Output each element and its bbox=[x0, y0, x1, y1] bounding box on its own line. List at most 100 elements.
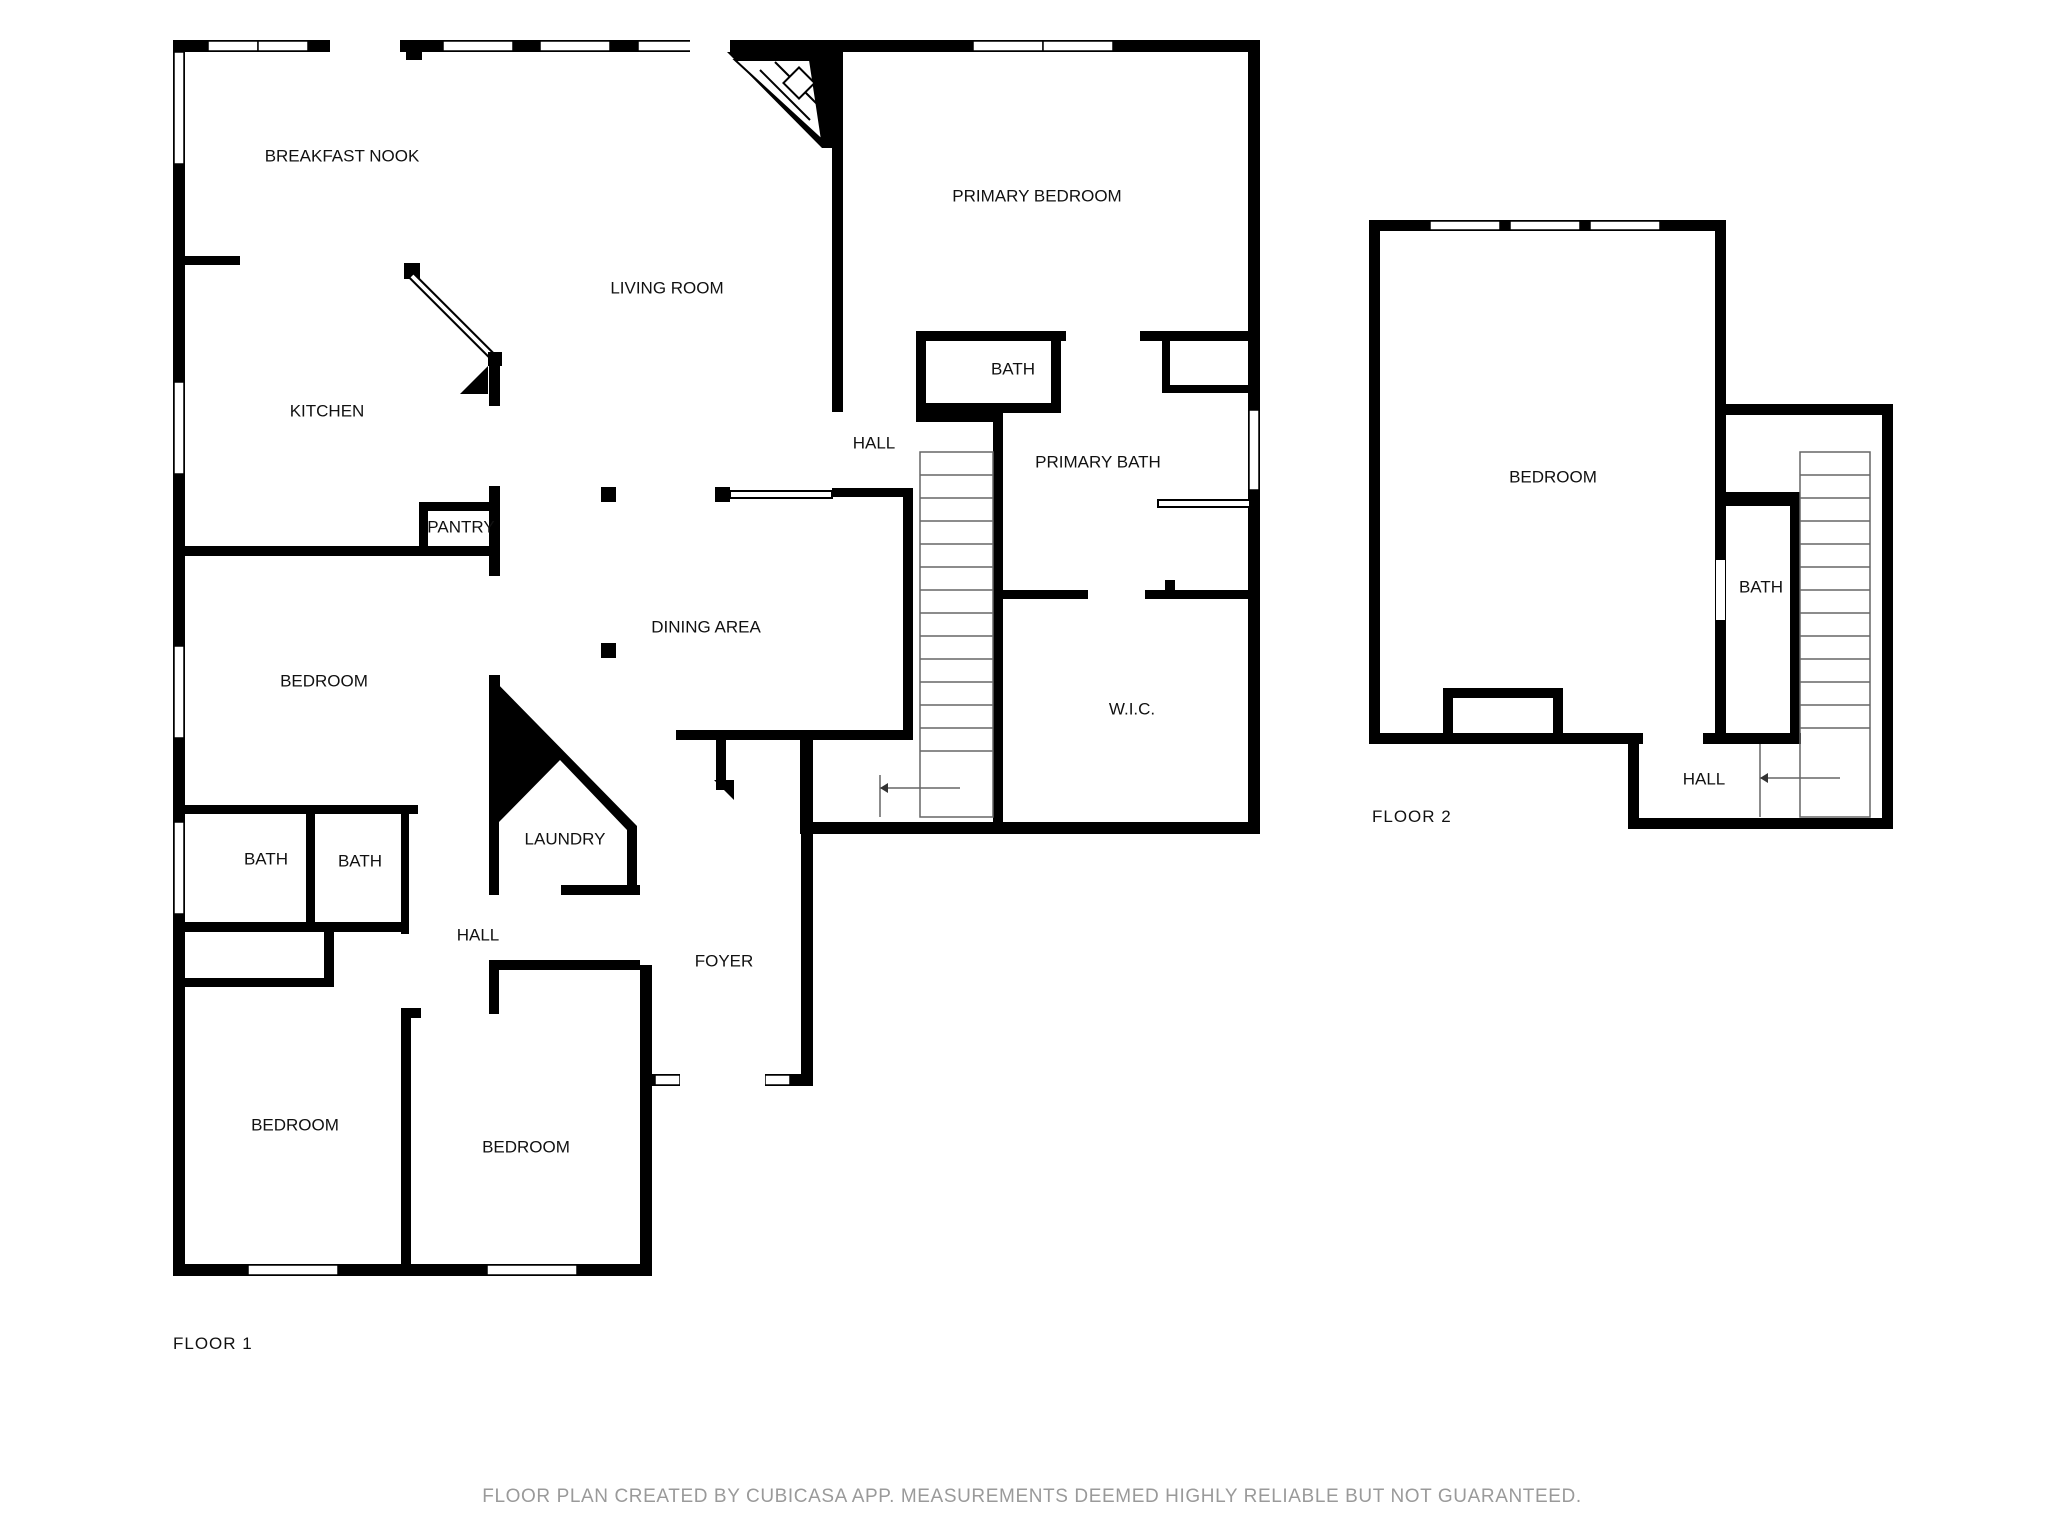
railings bbox=[729, 490, 1251, 508]
label-living-room: LIVING ROOM bbox=[610, 278, 723, 297]
label-bath-b: BATH bbox=[338, 851, 382, 870]
window-primary-bath-e bbox=[1248, 409, 1260, 491]
wall-bedroom-sw-east bbox=[401, 1010, 411, 1276]
floor1-door-openings bbox=[330, 40, 1145, 1086]
floor2-windows bbox=[1429, 220, 1661, 231]
window-nook-n-1 bbox=[207, 40, 259, 52]
wall-laundry-south bbox=[561, 885, 640, 895]
window-living-n-2 bbox=[539, 40, 611, 52]
label-primary-bedroom: PRIMARY BEDROOM bbox=[952, 186, 1121, 205]
wall-bath-south bbox=[173, 922, 409, 932]
small-posts bbox=[406, 44, 422, 60]
window-bedroom-s-s bbox=[486, 1264, 578, 1276]
label-f2-bath: BATH bbox=[1739, 577, 1783, 596]
label-f2-hall: HALL bbox=[1683, 769, 1726, 788]
column-2 bbox=[715, 487, 730, 502]
wall-hall-stairs-north bbox=[916, 413, 1003, 422]
wall-dining-south bbox=[676, 730, 913, 740]
wall-closet-sw-south bbox=[173, 978, 325, 987]
footer-note: FLOOR PLAN CREATED BY CUBICASA APP. MEAS… bbox=[482, 1486, 1582, 1507]
floor1-labels: BREAKFAST NOOK LIVING ROOM PRIMARY BEDRO… bbox=[244, 146, 1161, 1156]
column-3 bbox=[601, 643, 616, 658]
label-bedroom-west: BEDROOM bbox=[280, 671, 368, 690]
f2-wall-south bbox=[1628, 818, 1893, 829]
wall-primary-bath-west bbox=[993, 413, 1003, 834]
window-bedroom-sw-s bbox=[247, 1264, 339, 1276]
wall-primary-south-b bbox=[1140, 331, 1260, 341]
wall-nook-stub bbox=[173, 256, 240, 265]
f2-wall-stair-north bbox=[1715, 404, 1893, 415]
wall-hall-south bbox=[832, 488, 912, 497]
column-1 bbox=[601, 487, 616, 502]
floor2-labels: BEDROOM BATH HALL bbox=[1509, 467, 1783, 788]
label-bedroom-south: BEDROOM bbox=[482, 1137, 570, 1156]
wall-pantry-west bbox=[419, 502, 428, 554]
wall-closet-s-west bbox=[489, 960, 499, 1014]
wall-bedroom-s-north-a bbox=[401, 1008, 421, 1018]
wall-south-primary bbox=[808, 822, 1260, 834]
window-living-n-1 bbox=[442, 40, 514, 52]
label-foyer: FOYER bbox=[695, 951, 754, 970]
label-breakfast-nook: BREAKFAST NOOK bbox=[265, 146, 420, 165]
wall-primary-south-a bbox=[916, 331, 1066, 341]
f2-wall-west bbox=[1369, 220, 1380, 744]
label-f2-bedroom: BEDROOM bbox=[1509, 467, 1597, 486]
f2-wall-hall-west bbox=[1628, 733, 1639, 829]
f2-wall-bath-north bbox=[1715, 492, 1795, 506]
wall-pantry-east bbox=[489, 486, 500, 556]
window-bedroom-w bbox=[173, 645, 185, 739]
label-primary-bath: PRIMARY BATH bbox=[1035, 452, 1161, 471]
wall-bath-east bbox=[401, 814, 409, 934]
floor1-stairs bbox=[879, 451, 994, 818]
window-primary-n-2 bbox=[1042, 40, 1114, 52]
wall-foyer-closet bbox=[716, 740, 726, 790]
f2-wall-bath-east bbox=[1790, 492, 1800, 744]
fireplace bbox=[727, 52, 832, 148]
floor2-stairs bbox=[1759, 451, 1871, 818]
label-bath-a: BATH bbox=[244, 849, 288, 868]
wall-primary-west bbox=[832, 40, 843, 412]
f2-wall-stair-east bbox=[1882, 404, 1893, 829]
f2-wall-bedroom-south bbox=[1369, 733, 1801, 744]
wall-east-bedrooms bbox=[640, 965, 652, 1276]
floor1-walls bbox=[173, 40, 1260, 1276]
window-kitchen-w bbox=[173, 381, 185, 475]
window-nook-n-2 bbox=[257, 40, 309, 52]
floor1-windows bbox=[173, 40, 1260, 1276]
wall-closet-s-north bbox=[489, 960, 640, 970]
label-bath-wc: BATH bbox=[991, 359, 1035, 378]
label-pantry: PANTRY bbox=[427, 517, 494, 536]
wall-kitchen-corner bbox=[460, 366, 488, 394]
wall-closet-sw-east bbox=[324, 932, 334, 987]
f2-wall-closet-n bbox=[1443, 688, 1561, 698]
wall-bedroom-west-east bbox=[489, 546, 500, 576]
wall-bedroom-west-south bbox=[173, 805, 418, 814]
wall-laundry-diagonal bbox=[489, 675, 637, 895]
floor2-walls bbox=[1369, 220, 1893, 829]
floor2-door-openings bbox=[1453, 560, 1725, 744]
wall-primary-bath-nub bbox=[1165, 580, 1175, 592]
label-hall-stairs: HALL bbox=[853, 433, 896, 452]
label-bedroom-sw: BEDROOM bbox=[251, 1115, 339, 1134]
label-wic: W.I.C. bbox=[1109, 699, 1155, 718]
wall-laundry-west bbox=[489, 815, 499, 895]
f2-wall-closet-e bbox=[1553, 688, 1563, 738]
f2-wall-bedroom-east bbox=[1715, 220, 1726, 740]
wall-closet-west bbox=[1162, 331, 1170, 391]
kitchen-diagonal bbox=[409, 273, 502, 366]
window-foyer-s-2 bbox=[764, 1074, 791, 1086]
wall-wc-east bbox=[1051, 331, 1061, 413]
label-dining-area: DINING AREA bbox=[651, 617, 761, 636]
label-hall-center: HALL bbox=[457, 925, 500, 944]
wall-closet-south bbox=[1162, 385, 1260, 393]
window-foyer-s-1 bbox=[654, 1074, 681, 1086]
label-kitchen: KITCHEN bbox=[290, 401, 365, 420]
wall-kitchen-east-a bbox=[489, 352, 500, 406]
wall-south-bedrooms bbox=[173, 1264, 652, 1276]
label-laundry: LAUNDRY bbox=[525, 829, 606, 848]
wall-dining-east bbox=[903, 488, 913, 740]
window-primary-n-1 bbox=[972, 40, 1044, 52]
wall-laundry-wedge bbox=[489, 700, 540, 810]
window-bath-w bbox=[173, 821, 185, 915]
